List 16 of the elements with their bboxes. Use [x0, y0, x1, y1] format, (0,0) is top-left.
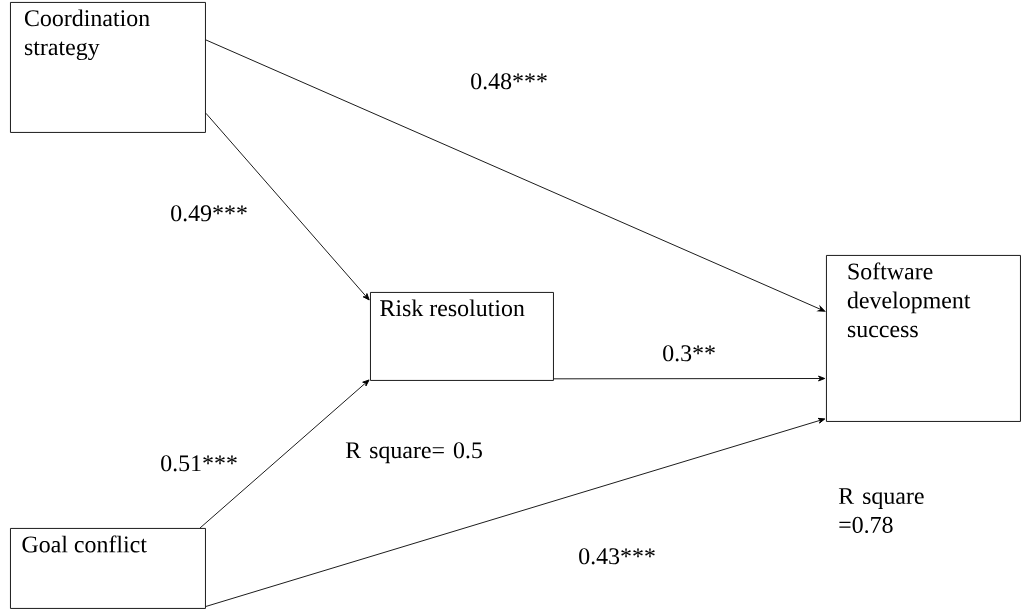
arrow — [205, 39, 826, 312]
arrow — [205, 112, 370, 301]
r-square-label: R square= 0.5 — [345, 442, 482, 464]
process-box: Software development success — [826, 255, 1021, 422]
arrow — [205, 417, 826, 607]
process-box: Goal conflict — [10, 527, 206, 609]
edge-label: 0.43*** — [579, 548, 655, 565]
arrow — [553, 375, 826, 382]
edge-label: 0.49*** — [171, 205, 247, 222]
process-box: Coordination strategy — [10, 2, 206, 133]
r-square-label: R square =0.78 — [838, 488, 924, 534]
arrow — [199, 379, 370, 529]
edge-label: 0.3** — [663, 345, 715, 362]
process-box: Risk resolution — [370, 292, 554, 381]
edge-label: 0.48*** — [471, 73, 547, 90]
edge-label: 0.51*** — [161, 455, 237, 472]
